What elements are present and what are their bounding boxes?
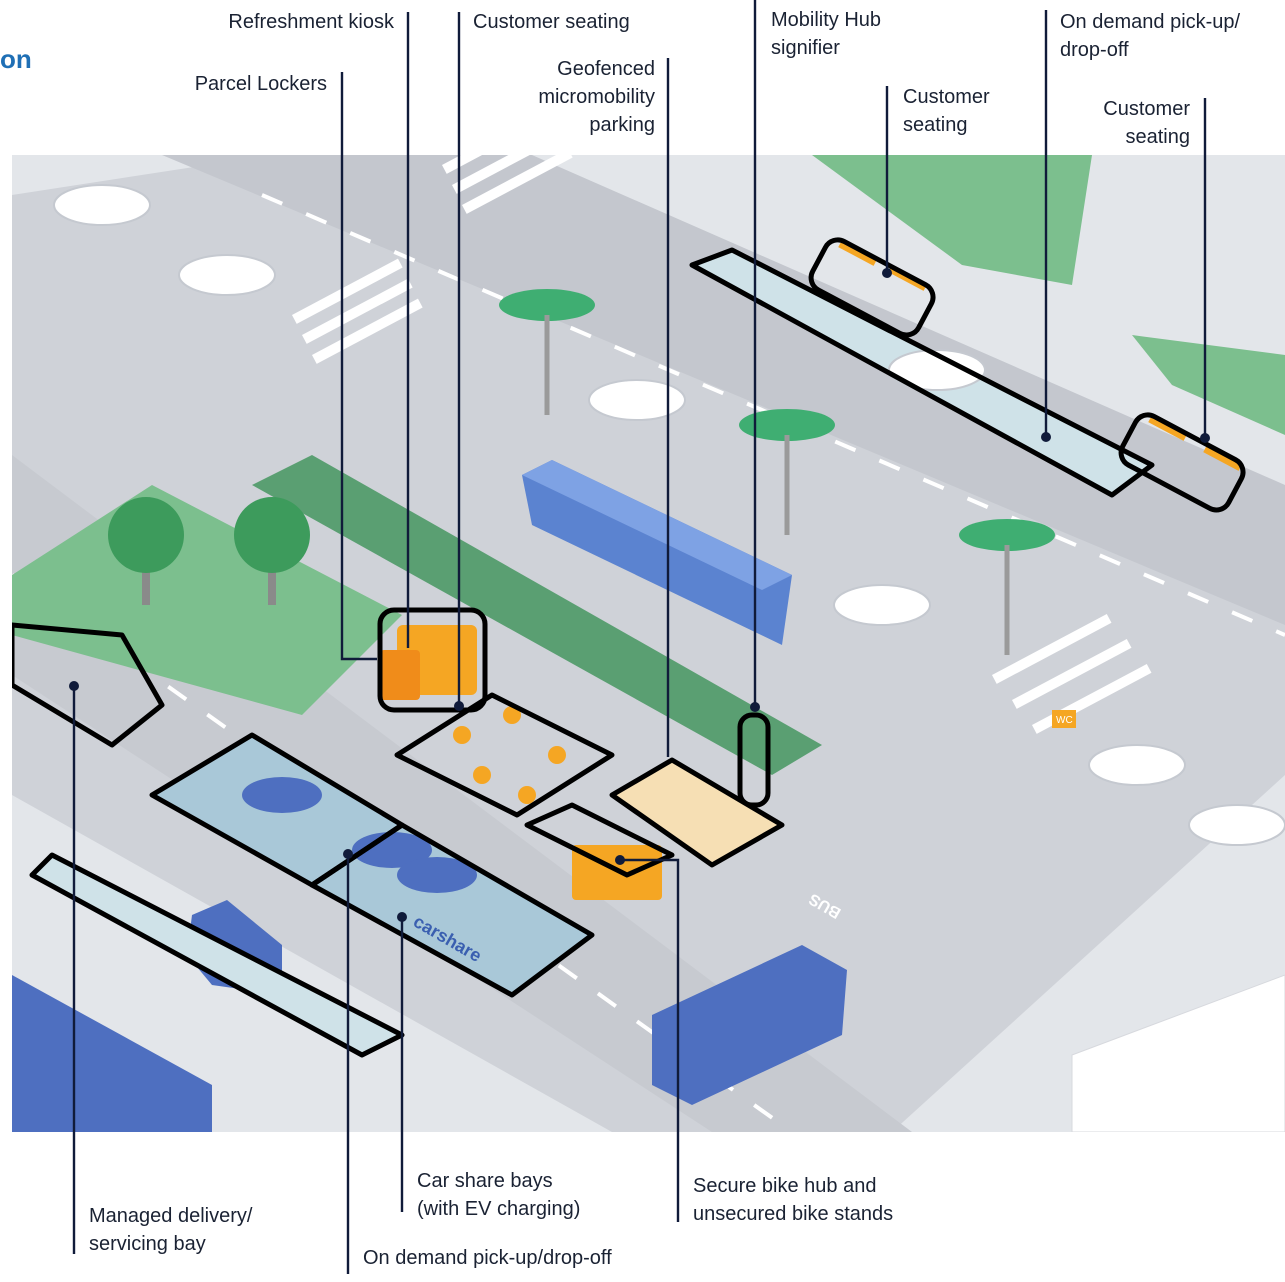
label-car-share-line1: Car share bays xyxy=(417,1170,553,1192)
tree-icon xyxy=(108,497,310,605)
title-fragment: on xyxy=(0,44,32,74)
label-car-share-bays: Car share bays (with EV charging) xyxy=(417,1167,580,1223)
label-geofenced-line3: parking xyxy=(589,114,655,136)
label-mobility-hub-line2: signifier xyxy=(771,37,840,59)
label-customer-seating-right-line2: seating xyxy=(1125,126,1191,148)
label-secure-bike-line2: unsecured bike stands xyxy=(693,1203,894,1225)
mobility-hub-illustration: carshare BUS WC xyxy=(12,155,1285,1132)
label-on-demand-top: On demand pick-up/ drop-off xyxy=(1060,8,1240,64)
label-geofenced-line1: Geofenced xyxy=(557,58,655,80)
label-customer-seating-right-line1: Customer xyxy=(1103,98,1190,120)
label-managed-delivery-line2: servicing bay xyxy=(89,1233,206,1255)
label-car-share-line2: (with EV charging) xyxy=(417,1198,581,1220)
label-customer-seating-mid: Customer seating xyxy=(903,83,990,139)
label-secure-bike-hub: Secure bike hub and unsecured bike stand… xyxy=(693,1172,893,1228)
label-mobility-hub-signifier: Mobility Hub signifier xyxy=(771,6,881,62)
wc-sign: WC xyxy=(1056,715,1073,726)
label-secure-bike-line1: Secure bike hub and xyxy=(693,1175,877,1197)
label-on-demand-top-line1: On demand pick-up/ xyxy=(1060,11,1241,33)
label-mobility-hub-line1: Mobility Hub xyxy=(771,9,882,31)
label-on-demand-top-line2: drop-off xyxy=(1060,39,1129,61)
label-geofenced-line2: micromobility xyxy=(538,86,655,108)
label-customer-seating-right: Customer seating xyxy=(1103,95,1190,151)
label-managed-delivery: Managed delivery/ servicing bay xyxy=(89,1202,252,1258)
label-refreshment-kiosk: Refreshment kiosk xyxy=(228,11,394,33)
label-customer-seating-mid-line1: Customer xyxy=(903,86,990,108)
label-customer-seating-mid-line2: seating xyxy=(903,114,968,136)
label-parcel-lockers: Parcel Lockers xyxy=(194,73,327,95)
label-managed-delivery-line1: Managed delivery/ xyxy=(89,1205,253,1227)
label-customer-seating-top: Customer seating xyxy=(473,11,630,33)
label-geofenced-parking: Geofenced micromobility parking xyxy=(538,55,655,139)
label-on-demand-bottom: On demand pick-up/drop-off xyxy=(363,1247,612,1269)
